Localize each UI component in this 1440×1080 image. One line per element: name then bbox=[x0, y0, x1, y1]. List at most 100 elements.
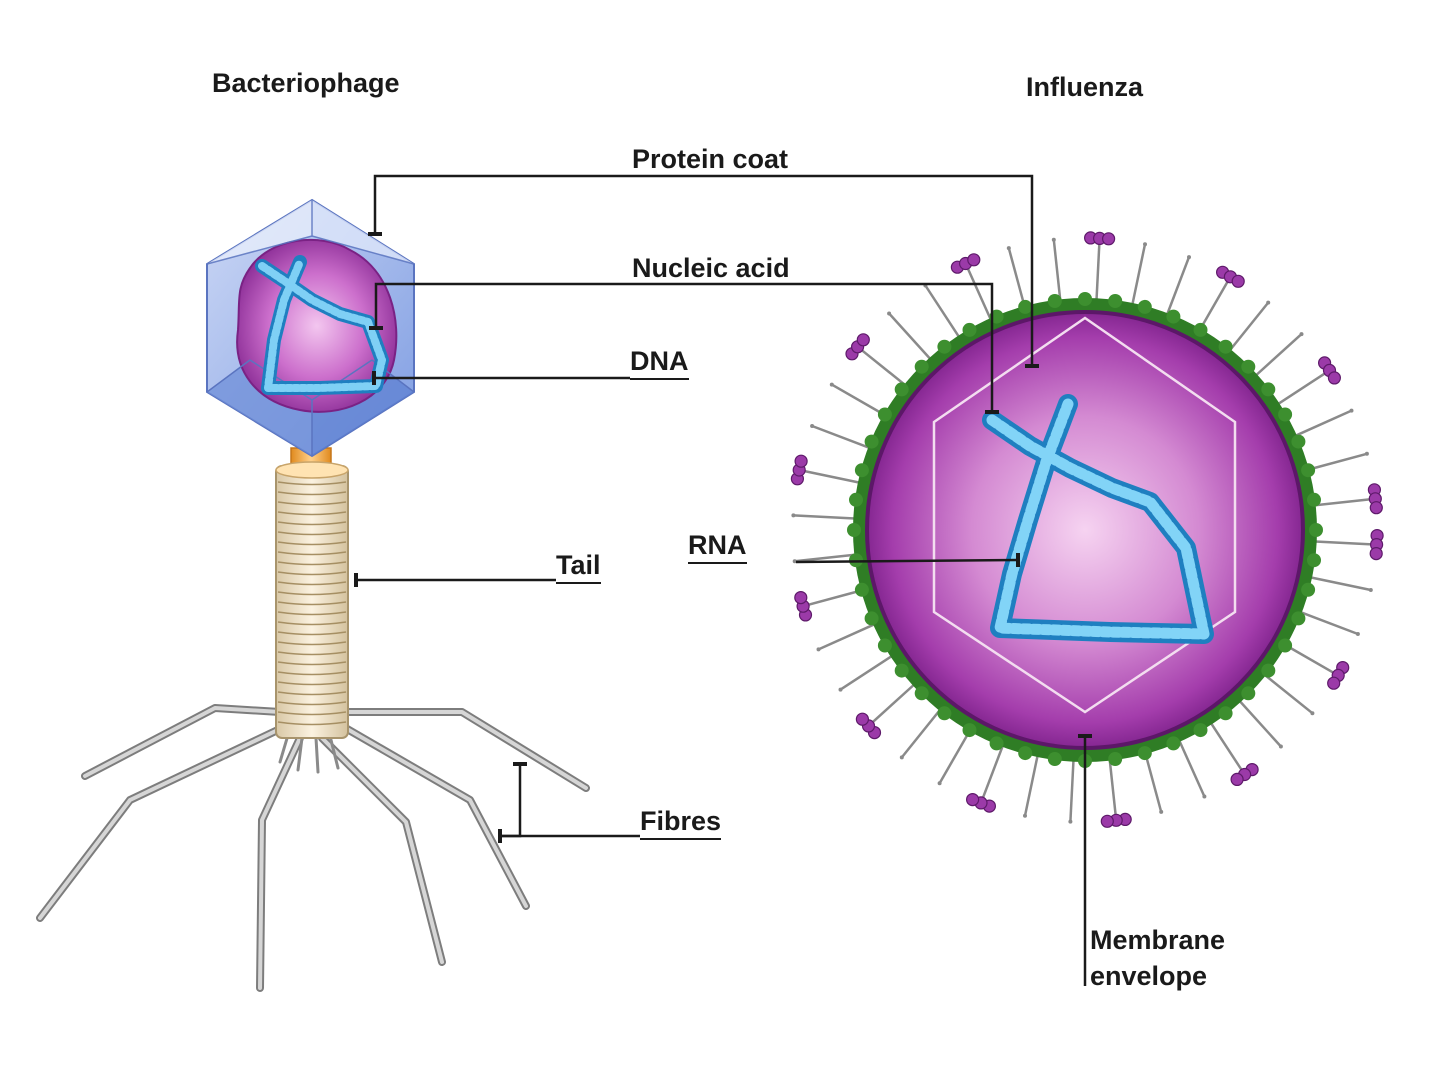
tail-ring bbox=[277, 511, 347, 516]
tail-ring bbox=[277, 631, 347, 636]
spike-knob bbox=[1230, 772, 1244, 787]
envelope-bump bbox=[1137, 299, 1152, 314]
envelope-bump bbox=[894, 382, 909, 397]
spike-knob bbox=[1100, 814, 1114, 828]
envelope-bump bbox=[937, 706, 952, 721]
envelope-bump bbox=[1241, 359, 1256, 374]
spike-stalk bbox=[938, 727, 973, 784]
tail-ring bbox=[277, 491, 347, 496]
tail-ring bbox=[277, 551, 347, 556]
spike-stalk bbox=[888, 312, 933, 362]
spike-stalk bbox=[924, 284, 962, 340]
tail-label: Tail bbox=[556, 552, 601, 584]
spike-tip bbox=[1068, 819, 1073, 824]
spike-stalk bbox=[1297, 610, 1359, 636]
tail-ring bbox=[277, 661, 347, 666]
spike-tip bbox=[1187, 255, 1191, 260]
tail-ring bbox=[277, 521, 347, 526]
envelope-bump bbox=[914, 686, 929, 701]
envelope-bump bbox=[849, 553, 863, 568]
envelope-bump bbox=[1047, 752, 1062, 766]
protein-coat-hexagon bbox=[932, 316, 1237, 714]
envelope-bump bbox=[1166, 309, 1181, 324]
envelope-bump bbox=[1291, 434, 1306, 449]
envelope-bump bbox=[1309, 523, 1323, 537]
membrane-envelope-label: Membrane envelope bbox=[1090, 922, 1225, 995]
envelope-bump bbox=[937, 339, 952, 354]
spike-stalk bbox=[1130, 243, 1147, 308]
tail-ring bbox=[277, 611, 347, 616]
envelope-bump bbox=[1261, 663, 1276, 678]
spike-tip bbox=[1051, 237, 1056, 242]
spike-knob bbox=[855, 712, 870, 726]
spike-tip bbox=[1299, 332, 1304, 337]
spike-tip bbox=[838, 687, 843, 692]
spike-stalk bbox=[1007, 247, 1027, 311]
spike-stalk bbox=[831, 383, 888, 418]
spike-stalk bbox=[1197, 276, 1232, 333]
phage-dna-strand bbox=[255, 255, 389, 395]
spike-tip bbox=[1202, 794, 1207, 799]
envelope-bump bbox=[1291, 611, 1306, 626]
spike-tip bbox=[1349, 408, 1354, 413]
spike-tip bbox=[937, 781, 942, 786]
spike-knob bbox=[1369, 546, 1383, 561]
spike-stalk bbox=[1253, 333, 1303, 378]
bacteriophage-title: Bacteriophage bbox=[212, 68, 400, 98]
spike-knob bbox=[967, 253, 981, 267]
envelope-bump bbox=[1166, 736, 1181, 751]
spike-stalk bbox=[793, 514, 858, 520]
spike-knob bbox=[1101, 232, 1116, 246]
spike-stalk bbox=[1069, 757, 1075, 822]
spike-tip bbox=[1159, 809, 1164, 814]
envelope-bump bbox=[1218, 706, 1233, 721]
tail-ring bbox=[277, 691, 347, 696]
envelope-bump bbox=[1193, 723, 1208, 738]
envelope-bump bbox=[1301, 582, 1316, 597]
envelope-bump bbox=[1278, 407, 1293, 422]
leader-lines bbox=[354, 174, 1092, 986]
spike-stalk bbox=[1292, 409, 1353, 438]
influenza-rna-strand bbox=[982, 394, 1214, 644]
spike-stalk bbox=[1227, 301, 1270, 354]
tail-ring bbox=[277, 591, 347, 596]
envelope-bump bbox=[1278, 638, 1293, 653]
dna-label: DNA bbox=[630, 348, 689, 380]
spike-knob bbox=[1369, 501, 1383, 515]
spike-knob bbox=[1327, 371, 1342, 385]
tail-ring bbox=[277, 651, 347, 656]
protein-coat-label: Protein coat bbox=[632, 144, 789, 174]
tail-ring bbox=[277, 621, 347, 626]
spike-stalk bbox=[1023, 752, 1040, 817]
spike-knob bbox=[1327, 676, 1341, 690]
tail-ring bbox=[277, 601, 347, 606]
membrane-envelope-line1: Membrane bbox=[1090, 925, 1226, 955]
spike-tip bbox=[816, 647, 821, 652]
spike-tip bbox=[1364, 451, 1369, 456]
envelope-bump bbox=[962, 322, 977, 337]
spike-knob bbox=[1231, 274, 1245, 288]
spike-knob bbox=[856, 333, 870, 347]
spike-stalk bbox=[867, 682, 917, 727]
envelope-bump bbox=[1108, 294, 1123, 308]
envelope-bump bbox=[1078, 292, 1092, 306]
phage-tail bbox=[275, 461, 349, 739]
envelope-bump bbox=[1241, 686, 1256, 701]
influenza-virion bbox=[847, 292, 1323, 768]
spike-stalk bbox=[1311, 497, 1376, 507]
envelope-bump bbox=[854, 582, 869, 597]
tail-ring bbox=[277, 701, 347, 706]
envelope-bump bbox=[877, 638, 892, 653]
envelope-bump bbox=[1137, 746, 1152, 761]
envelope-bump bbox=[849, 492, 863, 507]
envelope-bump bbox=[1307, 553, 1321, 568]
envelope-bump bbox=[962, 723, 977, 738]
envelope-bump bbox=[1018, 299, 1033, 314]
rna-label: RNA bbox=[688, 532, 747, 564]
envelope-bump bbox=[854, 463, 869, 478]
spike-stalk bbox=[817, 622, 878, 651]
spike-tip bbox=[791, 513, 796, 518]
spike-stalk bbox=[1307, 575, 1372, 592]
spike-knob bbox=[794, 590, 808, 605]
